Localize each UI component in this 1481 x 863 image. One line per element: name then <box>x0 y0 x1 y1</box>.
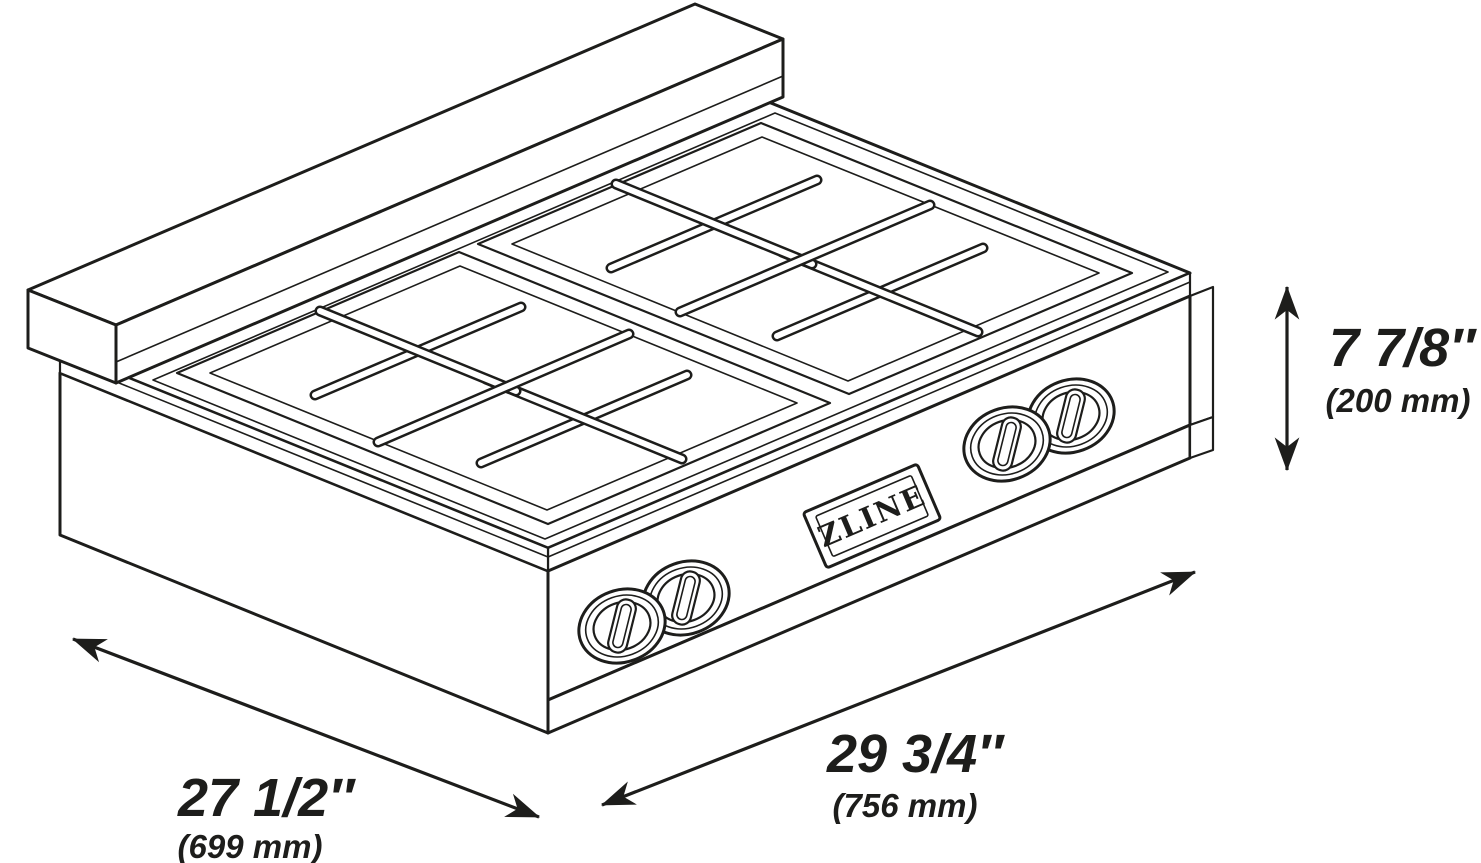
dim-label-depth-metric: (699 mm) <box>178 828 323 863</box>
dim-label-width-metric: (756 mm) <box>833 787 978 824</box>
control-knob-3 <box>962 405 1052 483</box>
top-slab-left-edge-line <box>59 358 549 558</box>
dimension-depth: 27 1/2″ (699 mm) <box>71 637 541 863</box>
grate-left-inner-frame <box>209 265 798 511</box>
badge-outer-frame <box>802 463 942 569</box>
right-side-panel <box>1188 285 1215 427</box>
dim-label-depth-imperial: 27 1/2″ <box>177 768 356 828</box>
grate-left <box>175 250 832 526</box>
dim-arrow-width <box>600 570 1197 807</box>
grate-right <box>476 121 1134 396</box>
knob-grip <box>1056 388 1086 444</box>
dim-label-height-imperial: 7 7/8″ <box>1329 318 1477 378</box>
back-rail-groove <box>115 75 784 363</box>
bottom-lip-right-end <box>1188 415 1215 460</box>
top-slab-front-edge-line <box>547 281 1191 558</box>
back-rail <box>26 2 785 385</box>
knob-grip <box>992 416 1022 472</box>
back-rail-left-end <box>26 288 118 385</box>
grate-right-inner-frame <box>511 136 1100 382</box>
dim-label-height-metric: (200 mm) <box>1326 382 1471 419</box>
dim-arrow-depth <box>71 637 541 819</box>
grates <box>175 121 1134 526</box>
dimension-height: 7 7/8″ (200 mm) <box>1274 285 1477 472</box>
dim-label-width-imperial: 29 3/4″ <box>826 724 1005 784</box>
cooktop-inner-border <box>152 112 1169 540</box>
badge-inner-frame <box>815 475 929 557</box>
dimension-width: 29 3/4″ (756 mm) <box>600 570 1197 824</box>
